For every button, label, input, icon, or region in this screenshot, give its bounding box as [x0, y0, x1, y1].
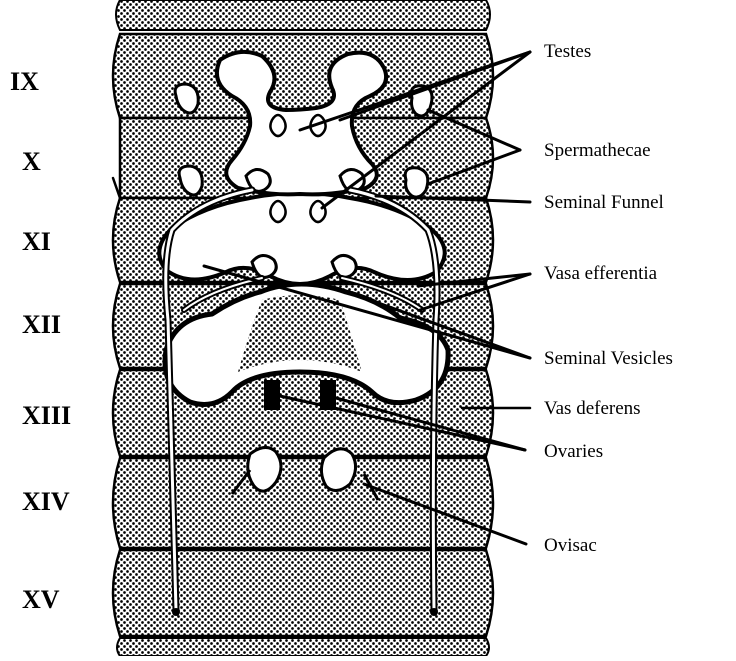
testis: [270, 115, 285, 136]
segment-label-ix: IX: [10, 67, 39, 96]
label-vas-deferens: Vas deferens: [544, 398, 641, 419]
segment-label-xii: XII: [22, 310, 61, 339]
testis: [310, 201, 325, 222]
testis: [270, 201, 285, 222]
label-vasa-efferentia: Vasa efferentia: [544, 263, 658, 284]
ovary-left: [264, 380, 280, 410]
segment-labels: IX X XI XII XIII XIV XV: [10, 67, 71, 614]
label-ovaries: Ovaries: [544, 441, 603, 462]
segment-bottom-cap: [117, 638, 489, 656]
spermatheca-x-right: [405, 168, 428, 197]
label-testes: Testes: [544, 41, 591, 62]
segment-label-x: X: [22, 147, 41, 176]
segment-label-xv: XV: [22, 585, 60, 614]
callout-labels: Testes Spermathecae Seminal Funnel Vasa …: [544, 41, 673, 556]
segment-top-cap: [116, 0, 490, 30]
segment-label-xiv: XIV: [22, 487, 70, 516]
label-seminal-funnel: Seminal Funnel: [544, 192, 664, 213]
ovisac-right: [321, 449, 355, 491]
label-seminal-vesicles: Seminal Vesicles: [544, 348, 673, 369]
segment-label-xi: XI: [22, 227, 51, 256]
label-spermathecae: Spermathecae: [544, 140, 651, 161]
segment-IX-band: [113, 34, 493, 118]
segment-label-xiii: XIII: [22, 401, 71, 430]
label-ovisac: Ovisac: [544, 535, 597, 556]
